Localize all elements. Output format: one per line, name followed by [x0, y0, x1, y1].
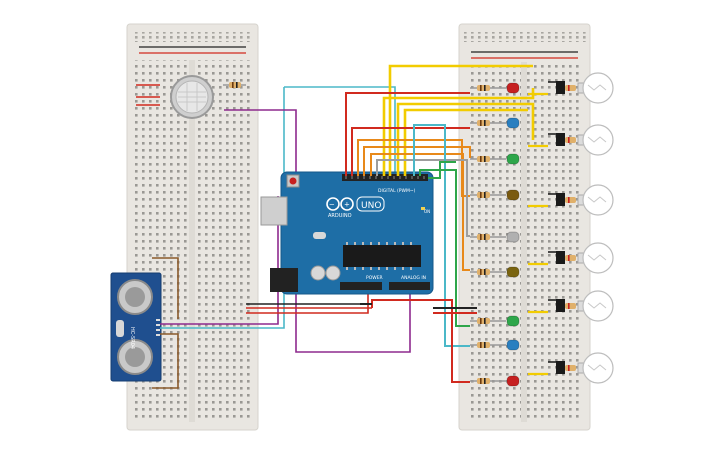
bulb-4[interactable] [528, 242, 614, 274]
led-body [506, 153, 520, 165]
analog-label: ANALOG IN [401, 275, 426, 281]
led-array [470, 82, 520, 387]
led-body [506, 82, 520, 94]
led-body [506, 189, 520, 201]
led-resistor [477, 378, 490, 384]
svg-text:+: + [344, 201, 350, 209]
svg-text:−: − [329, 201, 335, 209]
led-1[interactable] [470, 82, 520, 94]
led-6[interactable] [470, 266, 520, 278]
bulb-glass [582, 184, 614, 216]
on-label: ON [424, 209, 430, 214]
digital-header [342, 174, 428, 181]
ultrasonic-wires [152, 87, 285, 389]
resistor-gas-sensor[interactable] [223, 82, 246, 88]
led-resistor [477, 342, 490, 348]
led-2[interactable] [470, 117, 520, 129]
led-9[interactable] [470, 375, 520, 387]
gas-sensor-wires [136, 84, 160, 106]
bulb-2[interactable] [528, 124, 614, 156]
digital-label: DIGITAL (PWM~) [378, 188, 416, 194]
led-resistor [477, 120, 490, 126]
gas-sensor[interactable] [170, 75, 214, 119]
led-4[interactable] [470, 189, 520, 201]
led-8[interactable] [470, 339, 520, 351]
atmega-chip [343, 245, 421, 267]
led-body [506, 117, 520, 129]
ultrasonic-sensor[interactable]: HC-SR04 [110, 272, 162, 382]
transistor [556, 251, 565, 264]
model-label: UNO [361, 201, 381, 211]
power-header [340, 282, 382, 290]
led-body [506, 231, 520, 243]
bulb-glass [582, 242, 614, 274]
arduino-logo [326, 197, 340, 211]
bulb-glass [582, 124, 614, 156]
led-body [506, 315, 520, 327]
led-resistor [477, 156, 490, 162]
led-body [506, 339, 520, 351]
bulb-glass [582, 72, 614, 104]
analog-header [389, 282, 430, 290]
led-5[interactable] [470, 231, 520, 243]
bulb-glass [582, 290, 614, 322]
led-3[interactable] [470, 153, 520, 165]
bulb-3[interactable] [528, 184, 614, 216]
transistor [556, 299, 565, 312]
brand-label: ARDUINO [328, 213, 352, 219]
transistor [556, 361, 565, 374]
usb-port [260, 196, 288, 226]
bulb-5[interactable] [528, 290, 614, 322]
led-resistor [477, 234, 490, 240]
ultrasonic-model-label: HC-SR04 [129, 327, 135, 349]
transistor [556, 81, 565, 94]
led-resistor [477, 318, 490, 324]
power-label: POWER [366, 275, 383, 281]
transistor [556, 193, 565, 206]
bulb-1[interactable] [528, 72, 614, 104]
led-body [506, 375, 520, 387]
bulb-6[interactable] [528, 352, 614, 384]
power-jack [270, 268, 298, 292]
led-7[interactable] [470, 315, 520, 327]
bulb-array [528, 72, 614, 384]
bulb-glass [582, 352, 614, 384]
arduino-uno[interactable]: DIGITAL (PWM~) − + ARDUINO UNO ON POWER … [260, 171, 434, 295]
led-body [506, 266, 520, 278]
led-resistor [477, 85, 490, 91]
led-resistor [477, 192, 490, 198]
led-resistor [477, 269, 490, 275]
transistor [556, 133, 565, 146]
